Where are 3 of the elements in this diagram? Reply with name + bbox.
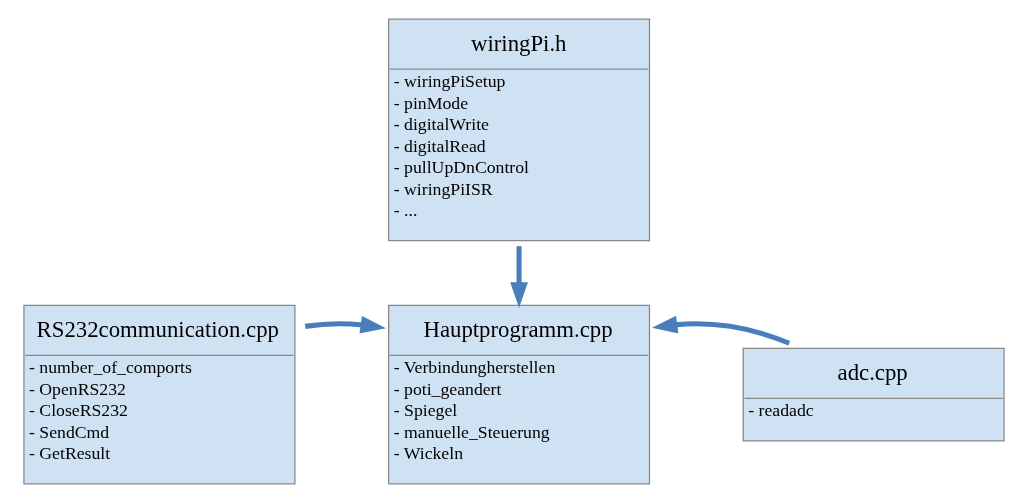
arrow [652,315,791,346]
arrow [510,246,528,308]
arrow [304,315,386,334]
